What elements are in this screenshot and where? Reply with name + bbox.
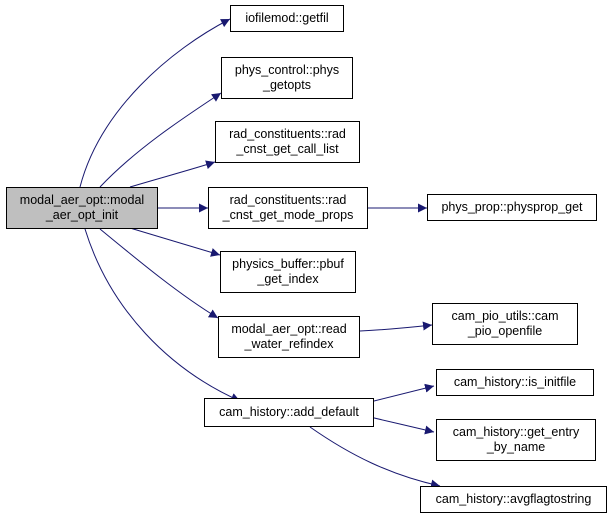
node-label: cam_history::is_initfile: [453, 375, 577, 389]
node-get-entry-by-name[interactable]: cam_history::get_entry _by_name: [436, 419, 596, 461]
node-label-line1: modal_aer_opt::modal: [19, 193, 145, 207]
node-label-line2: _cnst_get_mode_props: [222, 208, 354, 222]
node-label: phys_prop::physprop_get: [441, 200, 583, 214]
node-label-line1: cam_pio_utils::cam: [451, 309, 559, 323]
node-label-line2: _get_index: [257, 272, 319, 286]
node-modal-aer-opt-init: modal_aer_opt::modal _aer_opt_init: [6, 187, 158, 229]
node-pbuf-get-index[interactable]: physics_buffer::pbuf _get_index: [220, 251, 356, 293]
node-label-line2: _water_refindex: [244, 337, 334, 351]
node-label-line1: rad_constituents::rad: [229, 193, 347, 207]
edge-add-default-get-entry-by-name: [369, 416, 435, 435]
node-iofilemod-getfil[interactable]: iofilemod::getfil: [230, 5, 344, 32]
edge-root-rad-cnst-get-call-list: [129, 160, 216, 188]
node-cam-pio-openfile[interactable]: cam_pio_utils::cam _pio_openfile: [432, 303, 578, 345]
node-label-line2: _cnst_get_call_list: [236, 142, 339, 156]
edge-root-pbuf-get-index: [129, 227, 221, 257]
node-label-line2: _pio_openfile: [467, 324, 543, 338]
node-physprop-get[interactable]: phys_prop::physprop_get: [427, 194, 597, 221]
node-label-line1: rad_constituents::rad: [229, 127, 346, 141]
edge-root-getfil: [79, 18, 231, 188]
edge-root-phys-getopts: [99, 92, 222, 188]
edge-add-default-avgflagtostring: [309, 426, 441, 489]
edge-root-read-water-refindex: [99, 228, 219, 319]
node-rad-cnst-get-mode-props[interactable]: rad_constituents::rad _cnst_get_mode_pro…: [208, 187, 368, 229]
node-label-line1: phys_control::phys: [234, 63, 340, 77]
node-is-initfile[interactable]: cam_history::is_initfile: [436, 369, 594, 396]
edge-root-add-default: [84, 228, 241, 402]
node-label-line1: physics_buffer::pbuf: [232, 257, 344, 271]
node-add-default[interactable]: cam_history::add_default: [204, 398, 374, 427]
node-label-line1: cam_history::get_entry: [452, 425, 580, 439]
node-read-water-refindex[interactable]: modal_aer_opt::read _water_refindex: [218, 316, 360, 358]
node-label-line2: _getopts: [263, 78, 311, 92]
node-rad-cnst-get-call-list[interactable]: rad_constituents::rad _cnst_get_call_lis…: [215, 121, 360, 163]
node-label-line2: _aer_opt_init: [45, 208, 119, 222]
edge-read-water-cam-pio-openfile: [359, 321, 433, 332]
node-avgflagtostring[interactable]: cam_history::avgflagtostring: [420, 486, 607, 513]
node-label: cam_history::add_default: [219, 405, 359, 419]
node-label: cam_history::avgflagtostring: [435, 492, 592, 506]
node-phys-getopts[interactable]: phys_control::phys _getopts: [221, 57, 353, 99]
node-label-line2: _by_name: [486, 440, 546, 454]
node-label: iofilemod::getfil: [245, 11, 329, 25]
node-label-line1: modal_aer_opt::read: [231, 322, 347, 336]
edge-add-default-is-initfile: [369, 383, 435, 403]
